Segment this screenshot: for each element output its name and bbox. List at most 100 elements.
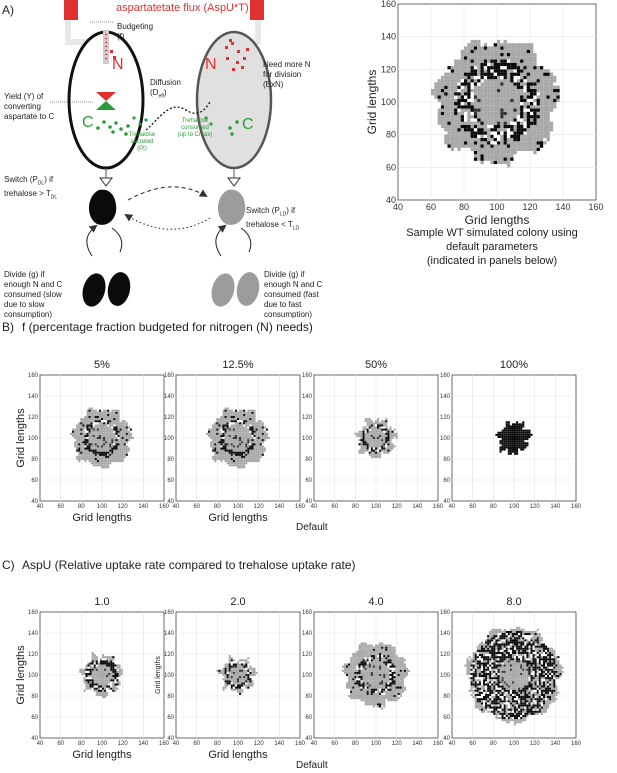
colony-cell (348, 663, 351, 666)
colony-cell (474, 675, 477, 678)
colony-cell (467, 137, 471, 142)
colony-cell (93, 679, 96, 682)
colony-cell (476, 666, 479, 669)
colony-cell (520, 111, 524, 116)
colony-cell (389, 667, 392, 670)
colony-cell (383, 692, 386, 695)
colony-cell (92, 449, 95, 452)
colony-cell (381, 434, 384, 437)
colony-cell (241, 663, 244, 666)
colony-cell (99, 683, 102, 686)
colony-cell (105, 436, 108, 440)
colony-cell (470, 79, 474, 83)
colony-cell (509, 712, 512, 715)
colony-cell (447, 66, 451, 70)
colony-cell (526, 52, 530, 57)
colony-cell (387, 699, 390, 702)
colony-cell (487, 92, 491, 96)
colony-cell (247, 449, 250, 452)
colony-cell (506, 115, 511, 119)
x-tick-label: 40 (37, 504, 44, 510)
colony-cell (368, 451, 371, 454)
colony-cell (501, 639, 504, 642)
colony-cell (505, 444, 508, 447)
colony-cell (362, 663, 365, 666)
colony-cell (97, 693, 100, 696)
colony-cell (374, 655, 378, 658)
colony-cell (444, 79, 448, 83)
colony-cell (261, 439, 264, 442)
colony-cell (374, 690, 378, 693)
colony-cell (90, 411, 93, 414)
colony-cell (434, 88, 438, 93)
colony-cell (364, 449, 367, 452)
colony-cell (107, 443, 110, 446)
colony-cell (493, 157, 497, 161)
colony-cell (454, 98, 458, 103)
colony-cell (474, 702, 477, 705)
colony-cell (505, 664, 508, 667)
colony-cell (230, 667, 233, 670)
colony-cell (510, 62, 514, 67)
colony-cell (499, 698, 502, 701)
colony-cell (245, 439, 248, 442)
colony-cell (377, 678, 380, 681)
colony-cell (487, 134, 491, 138)
colony-cell (104, 664, 107, 667)
colony-cell (232, 455, 235, 458)
colony-cell (113, 455, 116, 458)
colony-cell (247, 436, 250, 440)
colony-cell (377, 661, 380, 664)
colony-cell (454, 144, 458, 148)
colony-cell (114, 672, 117, 675)
colony-cell (509, 433, 512, 436)
colony-cell (497, 144, 501, 148)
colony (354, 418, 398, 458)
colony-cell (503, 82, 507, 86)
colony-cell (524, 438, 527, 441)
colony-cell (99, 687, 102, 690)
colony-cell (352, 694, 355, 698)
colony-cell (391, 680, 394, 683)
colony-cell (523, 59, 527, 63)
sample-wt-plot: 404060608080100100120120140140160160Grid… (365, 0, 604, 227)
colony-cell (505, 429, 508, 432)
colony-cell (466, 670, 469, 673)
colony-cell (251, 432, 254, 435)
colony-cell (516, 137, 521, 142)
colony-cell (216, 449, 219, 452)
colony-cell (119, 443, 122, 446)
colony-cell (119, 449, 122, 452)
colony-cell (255, 439, 258, 442)
colony-cell (383, 445, 386, 448)
colony-cell (216, 445, 219, 448)
colony-cell (489, 698, 492, 701)
colony-cell (92, 439, 95, 442)
colony-cell (88, 418, 91, 421)
colony-cell (115, 443, 118, 446)
colony-cell (387, 682, 390, 685)
colony-cell (514, 423, 517, 426)
colony-cell (114, 677, 117, 680)
colony-cell (109, 426, 112, 429)
colony-cell (480, 700, 483, 703)
colony-cell (249, 443, 252, 446)
colony-cell (245, 436, 248, 440)
colony-cell (387, 680, 390, 683)
colony-cell (381, 697, 384, 700)
colony-cell (381, 669, 384, 672)
colony-cell (524, 429, 527, 432)
colony-cell (464, 134, 468, 138)
colony-cell (472, 656, 475, 659)
x-tick-label: 100 (509, 504, 520, 510)
colony-cell (487, 46, 491, 50)
colony-cell (505, 645, 508, 648)
colony-cell (107, 457, 110, 461)
colony-cell (491, 643, 494, 646)
colony-cell (444, 85, 448, 89)
colony-cell (526, 98, 530, 103)
colony-cell (100, 451, 104, 454)
colony-cell (497, 150, 501, 155)
colony-cell (505, 689, 508, 692)
colony-cell (234, 443, 237, 446)
